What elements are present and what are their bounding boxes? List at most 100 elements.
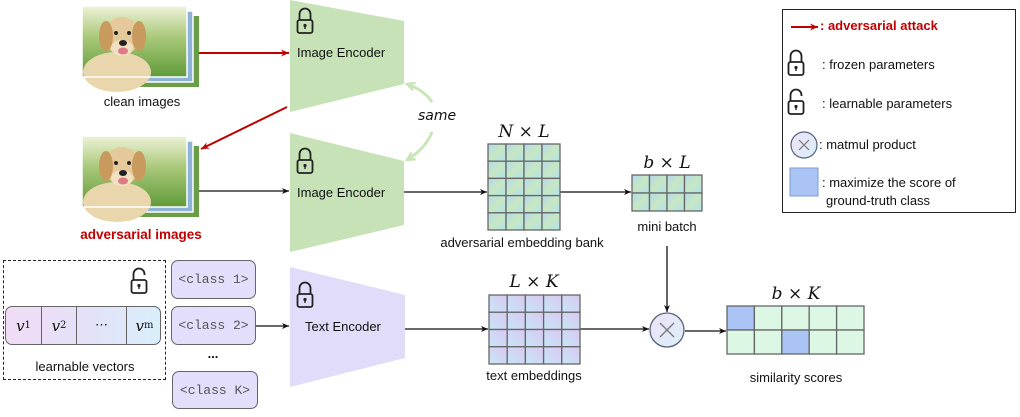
image-encoder-bottom-label: Image Encoder [297,185,386,200]
clean-images-label: clean images [103,94,181,109]
bank-cell [487,143,507,162]
text-embedding-cell [506,328,527,348]
class-ellipsis: ... [207,346,219,361]
text-embedding-cell [561,328,581,348]
legend-maximize-text-1: : maximize the score of [822,175,956,190]
similarity-cell [781,305,810,331]
clean-images-stack [81,5,199,92]
class-token-k: <class K> [172,371,258,409]
bank-cell [487,212,507,231]
bank-cell [487,194,507,214]
text-embeddings-grid [488,294,581,365]
mini-batch-cell [666,174,686,194]
bank-cell [541,194,561,214]
bank-cell [505,143,525,162]
legend-box [782,9,1016,213]
text-embedding-cell [524,311,545,331]
similarity-cell [808,329,838,355]
text-encoder-label: Text Encoder [305,319,381,334]
text-embedding-cell [524,346,545,365]
text-embedding-cell [542,346,563,365]
similarity-cell [753,305,783,331]
image-encoder-top [290,0,404,112]
text-embedding-cell [506,294,527,313]
mini-batch-label: mini batch [637,219,697,234]
similarity-scores-grid [726,305,865,355]
similarity-cell [726,329,756,355]
legend-lock-icon [787,49,805,76]
mini-batch-cell [648,192,668,212]
text-embedding-cell [524,294,545,313]
legend-attack-text: : adversarial attack [820,18,938,33]
bank-cell [541,212,561,231]
similarity-cell [835,305,865,331]
similarity-dims-label: b × K [771,284,821,304]
image-encoder-top-label: Image Encoder [297,45,386,60]
text-embedding-cell [524,328,545,348]
image-encoder-bottom [290,133,404,252]
mini-batch-cell [666,192,686,212]
similarity-cell [835,329,865,355]
mini-batch-cell [631,174,651,194]
vector-token-ellipsis: ⋯ [77,307,127,344]
adversarial-images-label: adversarial images [80,227,202,242]
mini-batch-dims-label: b × L [643,153,691,173]
legend-matmul-text: : matmul product [819,137,916,152]
text-embedding-cell [488,294,508,313]
class-token-2: <class 2> [171,306,256,345]
bank-dims-label: N × L [498,122,550,142]
same-label: same [418,108,457,124]
text-embedding-cell [542,328,563,348]
legend-maximize-text-2: ground-truth class [826,193,931,208]
mini-batch-grid [631,174,703,212]
mini-batch-cell [648,174,668,194]
learnable-vectors-label: learnable vectors [35,359,135,374]
lock-icon [296,281,314,308]
bank-cell [505,212,525,231]
text-embedding-cell [542,311,563,331]
legend-learnable-text: : learnable parameters [822,96,953,111]
bank-cell [541,143,561,162]
bank-cell [487,177,507,197]
similarity-cell [781,329,810,355]
text-embeddings-dims-label: L × K [509,272,559,292]
legend-highlight-square [789,167,819,197]
text-encoder [290,267,405,387]
text-embedding-cell [542,294,563,313]
text-embedding-cell [561,294,581,313]
similarity-cell [753,329,783,355]
bank-cell [541,160,561,180]
learnable-vectors-box [3,260,166,380]
text-embedding-cell [561,346,581,365]
mini-batch-cell [683,192,703,212]
similarity-label: similarity scores [749,370,843,385]
mini-batch-cell [631,192,651,212]
lock-icon [296,7,314,34]
text-embedding-cell [561,311,581,331]
attack-arrow-encoder-to-adversarial [200,106,288,150]
same-arrow-up [407,84,434,103]
bank-cell [505,194,525,214]
bank-cell [523,177,543,197]
lock-icon [296,147,314,174]
text-embeddings-label: text embeddings [486,368,582,383]
bank-cell [487,160,507,180]
bank-cell [541,177,561,197]
bank-cell [523,143,543,162]
bank-label: adversarial embedding bank [440,235,604,250]
bank-cell [505,160,525,180]
unlock-icon [130,267,148,294]
text-embedding-cell [506,346,527,365]
text-embedding-cell [506,311,527,331]
same-arrow-down [407,131,434,160]
legend-unlock-icon [787,88,805,115]
adversarial-embedding-bank-grid [487,143,561,231]
text-embedding-cell [488,328,508,348]
bank-cell [523,160,543,180]
bank-cell [523,194,543,214]
